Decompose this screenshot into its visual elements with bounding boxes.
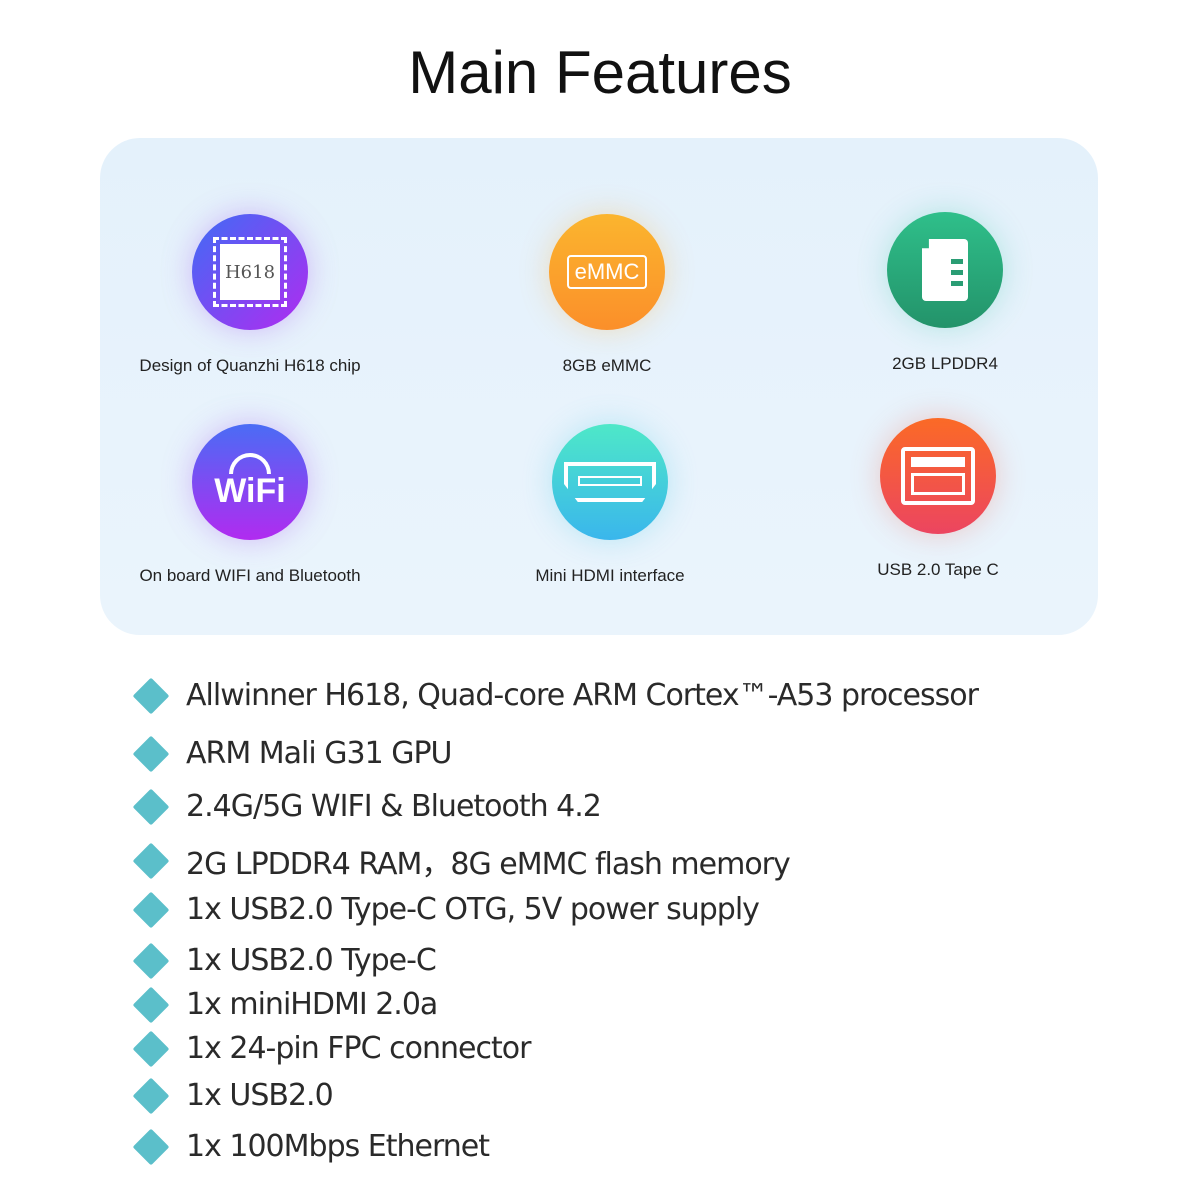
diamond-bullet-icon [132, 1128, 170, 1165]
page-title: Main Features [408, 39, 792, 106]
spec-item: 1x 100Mbps Ethernet [132, 1128, 490, 1165]
diamond-bullet-icon [132, 942, 170, 979]
spec-item: 1x USB2.0 Type-C OTG, 5V power supply [132, 891, 760, 928]
spec-item: 2G LPDDR4 RAM，8G eMMC flash memory [132, 839, 791, 883]
feature-label: USB 2.0 Tape C [877, 560, 999, 579]
feature-label: Mini HDMI interface [535, 566, 685, 585]
feature-wifi: WiFi On board WIFI and Bluetooth [100, 424, 400, 586]
diamond-bullet-icon [132, 788, 170, 825]
feature-label: 8GB eMMC [562, 356, 652, 375]
hdmi-icon [552, 424, 668, 540]
spec-item: 1x 24-pin FPC connector [132, 1030, 531, 1067]
spec-item: 1x USB2.0 [132, 1077, 334, 1114]
wifi-icon: WiFi [192, 424, 308, 540]
feature-label: On board WIFI and Bluetooth [139, 566, 361, 585]
feature-label: Design of Quanzhi H618 chip [139, 356, 361, 375]
diamond-bullet-icon [132, 1077, 170, 1114]
usb-icon [880, 418, 996, 534]
spec-item: 1x USB2.0 Type-C [132, 942, 437, 979]
diamond-bullet-icon [132, 735, 170, 772]
spec-item: Allwinner H618, Quad-core ARM Cortex™-A5… [132, 677, 979, 714]
spec-item: 2.4G/5G WIFI & Bluetooth 4.2 [132, 788, 602, 825]
spec-item: 1x miniHDMI 2.0a [132, 986, 438, 1023]
diamond-bullet-icon [132, 891, 170, 928]
feature-chip: H618 Design of Quanzhi H618 chip [100, 214, 400, 376]
emmc-icon: eMMC [549, 214, 665, 330]
diamond-bullet-icon [132, 986, 170, 1023]
memory-card-icon [887, 212, 1003, 328]
feature-label: 2GB LPDDR4 [892, 354, 998, 373]
diamond-bullet-icon [132, 677, 170, 714]
feature-ram: 2GB LPDDR4 [795, 212, 1095, 374]
chip-icon: H618 [192, 214, 308, 330]
diamond-bullet-icon [132, 842, 170, 880]
feature-usb: USB 2.0 Tape C [788, 418, 1088, 580]
spec-item: ARM Mali G31 GPU [132, 735, 453, 772]
feature-emmc: eMMC 8GB eMMC [457, 214, 757, 376]
diamond-bullet-icon [132, 1030, 170, 1067]
feature-hdmi: Mini HDMI interface [460, 424, 760, 586]
